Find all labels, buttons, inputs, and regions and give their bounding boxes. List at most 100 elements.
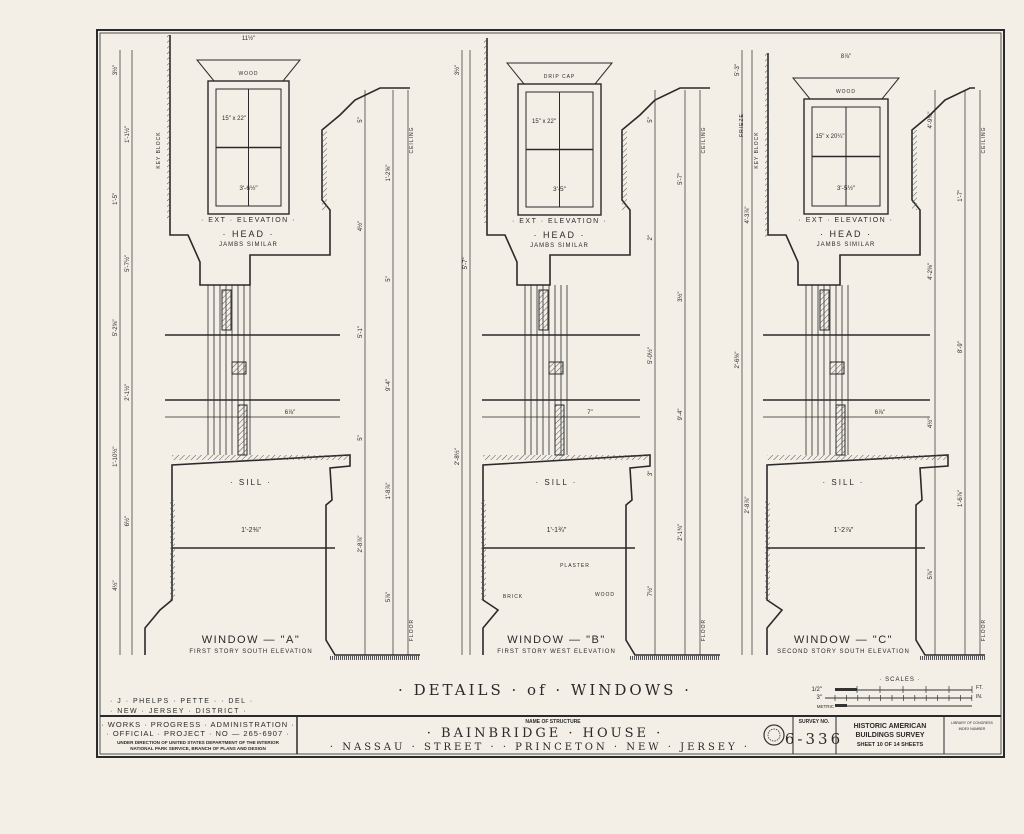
- dimension-label: 4½": [112, 580, 119, 590]
- wpa-line-2: · OFFICIAL · PROJECT · NO — 265-6907 ·: [106, 729, 289, 738]
- hatch-fill: [172, 455, 350, 460]
- dimension-label: 1'-5": [113, 193, 119, 205]
- sill-label: · SILL ·: [823, 478, 865, 487]
- hatch-fill: [484, 38, 488, 223]
- dimension-label: 4'-2⅝": [928, 263, 934, 280]
- floor-label: FLOOR: [409, 619, 415, 641]
- dimension-label: 6⅞": [875, 410, 885, 416]
- material-label: PLASTER: [560, 563, 590, 569]
- key-block-label: KEY BLOCK: [156, 131, 162, 168]
- dimension-label: 2'-6⅜": [735, 352, 741, 369]
- sill-outline: [766, 454, 985, 656]
- sash-section: [221, 289, 232, 331]
- dimension-label: 2'-1½": [124, 384, 131, 401]
- habs-line-2: BUILDINGS SURVEY: [855, 732, 924, 739]
- dimension-label: 1'-6⅞": [958, 490, 964, 507]
- delineator: · J · PHELPS · PETTE · · DEL ·: [110, 698, 254, 705]
- dimension-label: 1'-2⅞": [834, 527, 854, 534]
- ext-elevation-label: · EXT · ELEVATION ·: [512, 218, 607, 225]
- sash-section: [554, 404, 565, 456]
- sheet-border: [96, 29, 1005, 758]
- dimension-label: 11½": [242, 35, 255, 42]
- dimension-label: 5": [386, 276, 392, 281]
- dimension-label: 9'-4": [678, 408, 684, 420]
- dimension-label: 4'-9½": [927, 112, 934, 129]
- ceiling-label: CEILING: [981, 126, 987, 153]
- meeting-rail-section: [829, 361, 845, 375]
- jambs-label: JAMBS SIMILAR: [817, 242, 876, 248]
- sheet-title: · DETAILS · of · WINDOWS ·: [398, 681, 692, 699]
- floor-label: FLOOR: [701, 619, 707, 641]
- head-label: · HEAD ·: [820, 229, 872, 239]
- structure-label: NAME OF STRUCTURE: [525, 719, 581, 725]
- scale-bars: · SCALES · 1/2" 3" METRIC FT. IN.: [812, 677, 983, 709]
- elevation-caption: SECOND STORY SOUTH ELEVATION: [777, 649, 910, 655]
- window-lintel: [791, 77, 901, 100]
- dimension-label: 15" x 22": [222, 116, 246, 122]
- dimension-label: 5⅞": [386, 592, 392, 602]
- dimension-label: 4'-3⅞": [745, 207, 751, 224]
- head-section-outline: [767, 53, 975, 286]
- dimension-label: 2'-1¾": [678, 524, 684, 541]
- ext-elevation-label: · EXT · ELEVATION ·: [201, 217, 296, 224]
- material-label: WOOD: [238, 71, 258, 77]
- elevation-caption: FIRST STORY WEST ELEVATION: [497, 649, 616, 655]
- jambs-label: JAMBS SIMILAR: [219, 242, 278, 248]
- window-title: WINDOW — "C": [794, 634, 893, 646]
- sheet-number: SHEET 10 OF 14 SHEETS: [857, 742, 924, 748]
- habs-line-1: HISTORIC AMERICAN: [854, 723, 927, 730]
- hatch-fill: [483, 455, 650, 460]
- ceiling-label: CEILING: [409, 126, 415, 153]
- loc-line-1: LIBRARY OF CONGRESS: [951, 721, 993, 725]
- sill-outline: [482, 454, 720, 656]
- frieze-label: FRIEZE: [739, 113, 745, 137]
- dimension-label: 3½": [454, 65, 461, 75]
- hatch-fill: [322, 130, 327, 210]
- dimension-label: 5'-3": [735, 64, 741, 76]
- dimension-label: 6⅞": [285, 410, 295, 416]
- window-detail-a: 15" x 22" 3'-6½" WOOD 11½" · EXT · ELEVATION…: [112, 35, 420, 660]
- dimension-label: 4½": [927, 418, 934, 428]
- dimension-label: 2": [648, 235, 654, 240]
- sash-section: [538, 289, 549, 331]
- dimension-label: 1'-1¾": [547, 527, 567, 534]
- dimension-label: 3½": [677, 291, 684, 301]
- floor-label: FLOOR: [981, 619, 987, 641]
- loc-line-2: INDEX NUMBER: [959, 727, 986, 731]
- sill-outline: [171, 454, 420, 656]
- dimension-label: 3'-6½": [239, 184, 258, 192]
- dimension-label: 5'-2⅝": [113, 319, 119, 336]
- jambs-label: JAMBS SIMILAR: [530, 243, 589, 249]
- dimension-label: 8⅞": [841, 54, 851, 60]
- district: · NEW · JERSEY · DISTRICT ·: [110, 708, 247, 715]
- structure-name: · BAINBRIDGE · HOUSE ·: [427, 726, 664, 741]
- meeting-rail-section: [231, 361, 247, 375]
- dimension-label: 15" x 22": [532, 119, 556, 125]
- dimension-label: 1'-2⅝": [386, 165, 392, 182]
- window-title: WINDOW — "B": [507, 634, 606, 646]
- scale-3-label: 3": [817, 695, 822, 701]
- dimension-label: 1'-7": [958, 190, 964, 202]
- material-label: WOOD: [836, 89, 856, 95]
- dimension-label: 3": [648, 471, 654, 476]
- ext-elevation-label: · EXT · ELEVATION ·: [798, 217, 893, 224]
- window-lintel: [505, 62, 614, 85]
- sash-section: [835, 404, 846, 456]
- hatch-fill: [765, 53, 769, 238]
- hatch-fill: [912, 130, 917, 210]
- scale-in-label: IN.: [976, 694, 982, 700]
- dimension-label: 5": [358, 117, 364, 122]
- scale-half-label: 1/2": [812, 687, 822, 693]
- dimension-label: 5'-0½": [647, 347, 654, 364]
- scale-ft-label: FT.: [976, 685, 983, 691]
- sill-label: · SILL ·: [230, 478, 272, 487]
- dimension-label: 1'-10½": [112, 447, 119, 467]
- material-label: WOOD: [595, 592, 615, 598]
- dimension-label: 5'-1": [358, 326, 364, 338]
- dimension-label: 5'-7½": [124, 255, 131, 272]
- ceiling-label: CEILING: [701, 126, 707, 153]
- hatch-fill: [622, 130, 627, 210]
- dimension-label: 8'-9": [958, 341, 964, 353]
- hatch-fill: [170, 500, 175, 600]
